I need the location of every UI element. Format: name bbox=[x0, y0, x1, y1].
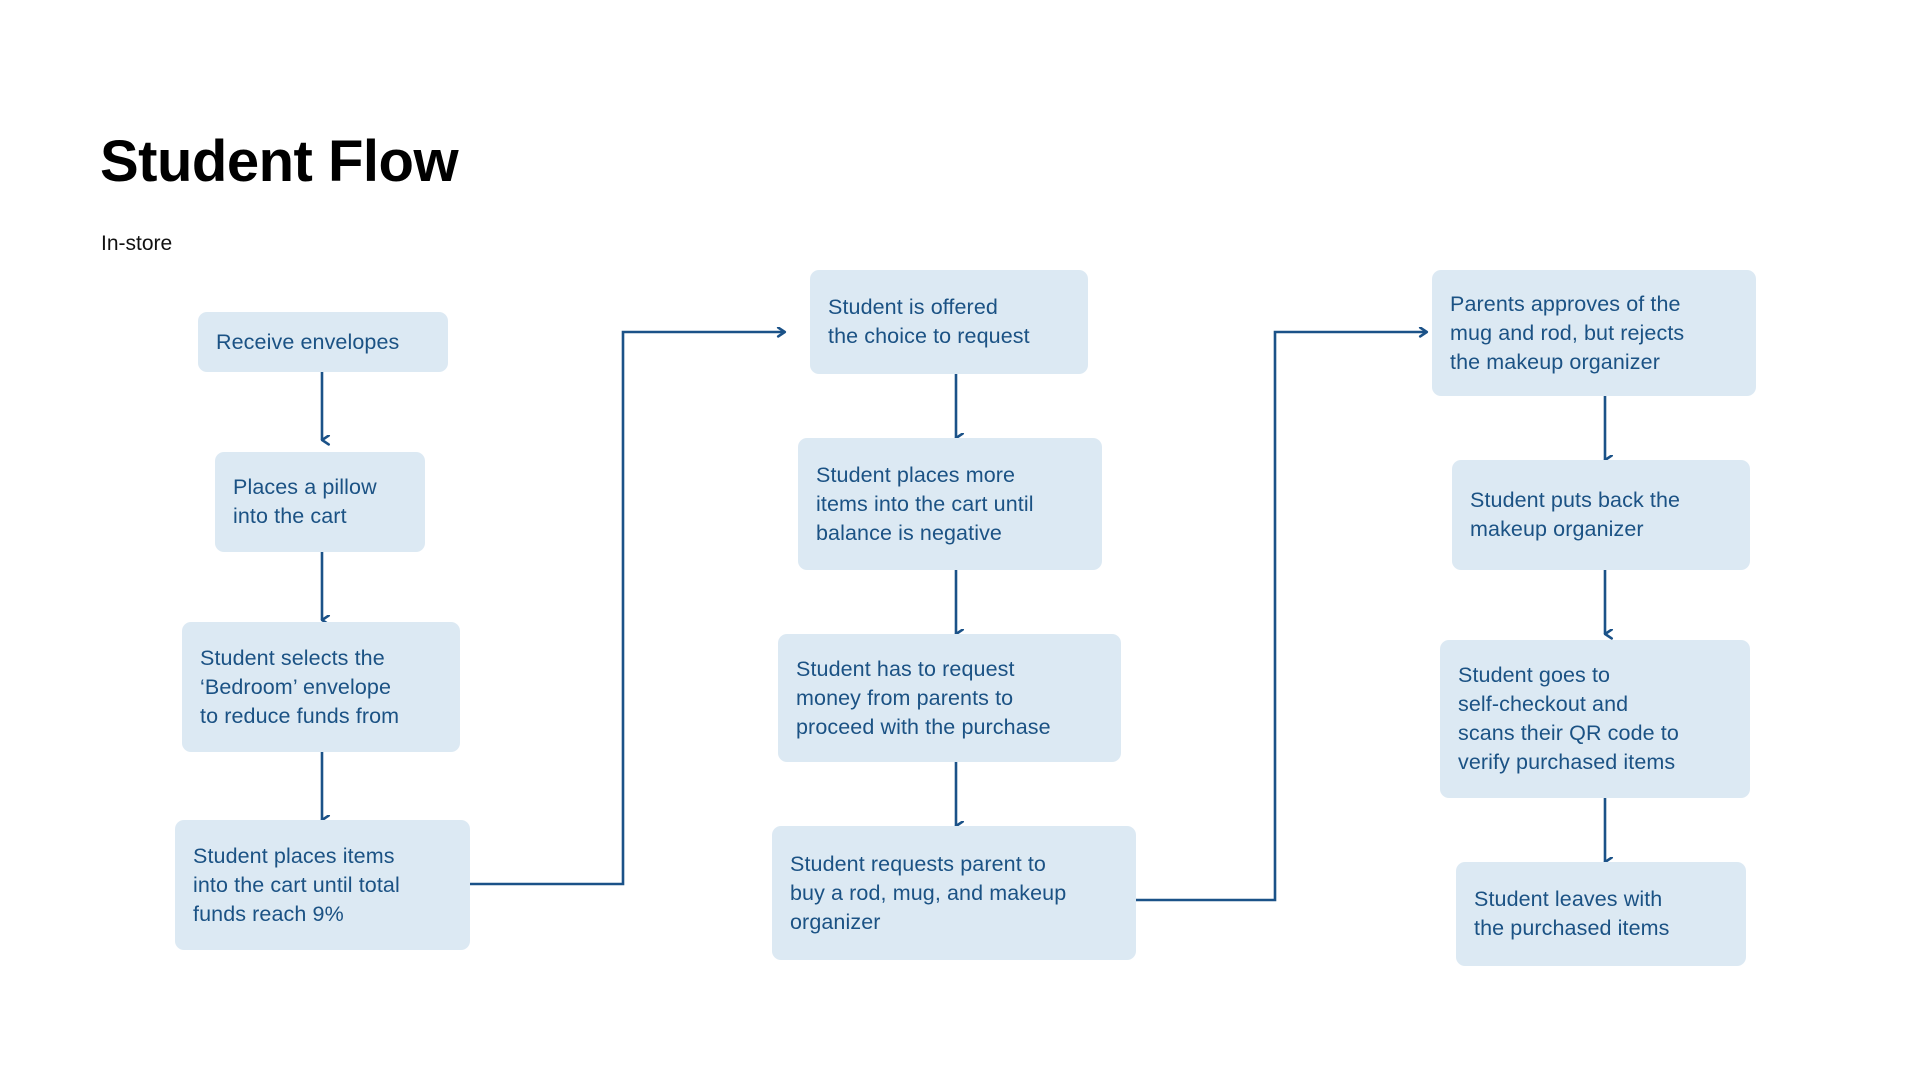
page-subtitle: In-store bbox=[101, 232, 173, 255]
flow-node-places-pillow[interactable]: Places a pillow into the cart bbox=[215, 452, 425, 552]
flow-node-puts-back-organizer[interactable]: Student puts back the makeup organizer bbox=[1452, 460, 1750, 570]
page-title: Student Flow bbox=[100, 129, 459, 194]
flow-node-select-bedroom-envelope[interactable]: Student selects the ‘Bedroom’ envelope t… bbox=[182, 622, 460, 752]
flow-node-leaves-with-items[interactable]: Student leaves with the purchased items bbox=[1456, 862, 1746, 966]
flow-node-request-money-from-parents[interactable]: Student has to request money from parent… bbox=[778, 634, 1121, 762]
connector-n4-n5 bbox=[470, 332, 785, 886]
flow-node-places-items-until-9[interactable]: Student places items into the cart until… bbox=[175, 820, 470, 950]
flow-node-places-more-items[interactable]: Student places more items into the cart … bbox=[798, 438, 1102, 570]
connector-n8-n9 bbox=[1136, 332, 1427, 902]
flow-node-self-checkout-qr[interactable]: Student goes to self-checkout and scans … bbox=[1440, 640, 1750, 798]
flow-node-parents-approve[interactable]: Parents approves of the mug and rod, but… bbox=[1432, 270, 1756, 396]
flow-node-requests-parent-to-buy[interactable]: Student requests parent to buy a rod, mu… bbox=[772, 826, 1136, 960]
flow-node-receive-envelopes[interactable]: Receive envelopes bbox=[198, 312, 448, 372]
flow-node-offered-choice-to-request[interactable]: Student is offered the choice to request bbox=[810, 270, 1088, 374]
